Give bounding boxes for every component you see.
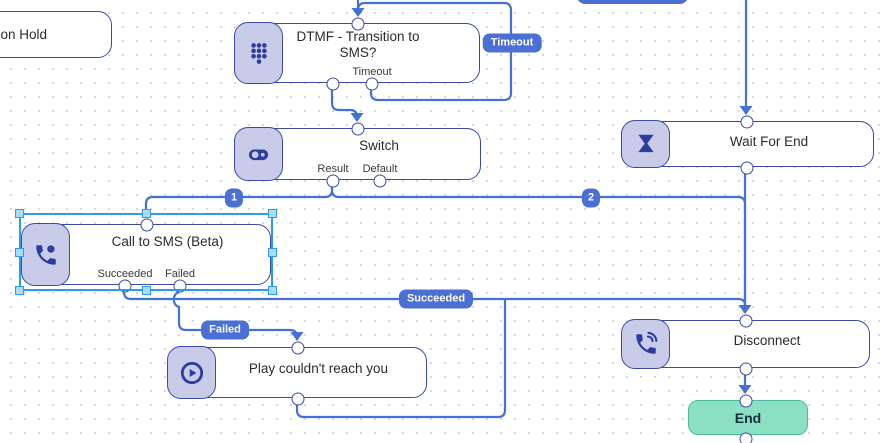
- arrowhead-into-wait-for-end: [739, 106, 753, 115]
- node-play-couldnt-reach-you[interactable]: Play couldn't reach you: [167, 341, 427, 406]
- output-port[interactable]: [326, 77, 340, 91]
- badge-succeeded[interactable]: Succeeded: [398, 289, 474, 309]
- output-port-default[interactable]: [373, 174, 387, 188]
- node-end[interactable]: End: [688, 394, 808, 443]
- output-port-result[interactable]: [326, 174, 340, 188]
- arrowhead-into-end: [738, 385, 752, 394]
- toggle-switch-icon: [234, 127, 284, 181]
- node-switch[interactable]: Switch Result Default: [234, 122, 481, 188]
- output-port-failed[interactable]: [173, 279, 187, 293]
- node-title: Switch: [359, 138, 399, 153]
- arrowhead-into-switch: [350, 113, 364, 122]
- input-port[interactable]: [140, 218, 154, 232]
- output-port[interactable]: [740, 161, 754, 175]
- node-wait-for-end[interactable]: Wait For End: [621, 115, 874, 175]
- badge-branch-1[interactable]: 1: [224, 188, 244, 208]
- output-label-succeeded: Succeeded: [97, 268, 153, 280]
- node-on-hold[interactable]: on Hold: [0, 11, 112, 58]
- output-port-succeeded[interactable]: [118, 279, 132, 293]
- cut-off-badge[interactable]: [577, 0, 688, 4]
- node-title: DTMF - Transition to SMS?: [296, 29, 420, 60]
- input-port[interactable]: [739, 394, 753, 408]
- wire-play-output-loop[interactable]: [295, 300, 507, 419]
- hourglass-icon: [621, 120, 671, 168]
- node-title: on Hold: [0, 27, 47, 42]
- node-call-to-sms[interactable]: Call to SMS (Beta) Succeeded Failed: [21, 218, 271, 293]
- output-label-failed: Failed: [165, 268, 195, 280]
- output-port[interactable]: [739, 432, 753, 443]
- output-port-timeout[interactable]: [365, 77, 379, 91]
- node-title: Play couldn't reach you: [248, 361, 389, 376]
- input-port[interactable]: [351, 122, 365, 136]
- output-label-default: Default: [362, 163, 398, 175]
- wire-switch-result-right[interactable]: [330, 186, 747, 305]
- node-dtmf-transition[interactable]: DTMF - Transition to SMS? Timeout: [234, 17, 480, 91]
- input-port[interactable]: [291, 341, 305, 355]
- phone-disconnect-icon: [621, 319, 671, 369]
- node-disconnect[interactable]: Disconnect: [621, 314, 870, 376]
- input-port[interactable]: [351, 17, 365, 31]
- badge-branch-2[interactable]: 2: [581, 188, 601, 208]
- node-title: Disconnect: [733, 333, 801, 348]
- badge-timeout[interactable]: Timeout: [482, 33, 542, 53]
- node-title: End: [734, 410, 762, 426]
- output-label-result: Result: [317, 163, 349, 175]
- arrowhead-into-disconnect: [738, 305, 752, 314]
- input-port[interactable]: [739, 314, 753, 328]
- output-port[interactable]: [739, 362, 753, 376]
- output-label-timeout: Timeout: [352, 66, 392, 78]
- output-port[interactable]: [291, 392, 305, 406]
- play-icon: [167, 346, 217, 399]
- arrowhead-into-dtmf: [351, 8, 365, 17]
- badge-failed[interactable]: Failed: [201, 320, 249, 340]
- input-port[interactable]: [740, 115, 754, 129]
- node-title: Call to SMS (Beta): [111, 234, 224, 249]
- call-icon: [21, 223, 71, 286]
- arrowhead-into-play: [290, 332, 304, 341]
- keypad-icon: [234, 22, 284, 84]
- node-title: Wait For End: [729, 134, 809, 149]
